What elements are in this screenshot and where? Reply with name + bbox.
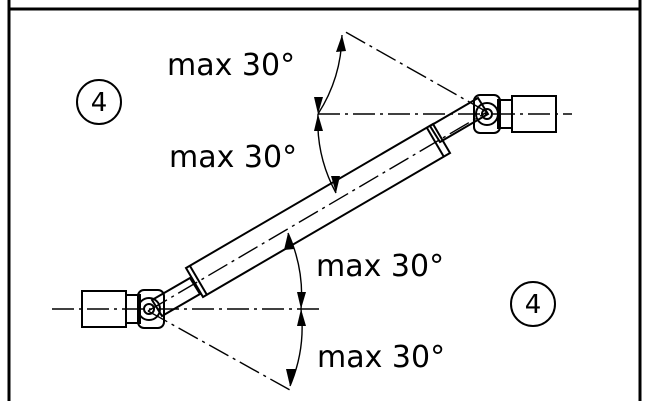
arrowhead (284, 233, 294, 250)
lower-outer-angle-label: max 30° (317, 340, 445, 375)
upper-inner-angle-label: max 30° (169, 140, 297, 175)
upper-universal-joint (473, 94, 557, 134)
arrowhead (314, 97, 323, 114)
drive-shaft (150, 96, 490, 318)
arrowhead (336, 35, 346, 52)
arrowhead (331, 176, 340, 193)
upper-angle-dimension (314, 34, 346, 194)
upper-outer-angle-label: max 30° (167, 48, 295, 83)
lower-inner-angle-label: max 30° (316, 249, 444, 284)
svg-text:4: 4 (91, 88, 108, 118)
reference-marker-bottom-right: 4 (510, 281, 556, 327)
lower-angle-dimension (284, 232, 306, 387)
lower-limit-line (147, 310, 291, 391)
reference-marker-top-left: 4 (76, 79, 122, 125)
upper-limit-line (341, 29, 488, 113)
shaft-centerline (147, 111, 488, 312)
arrowhead (314, 114, 323, 131)
arrowhead (286, 369, 296, 386)
lower-universal-joint (81, 289, 165, 329)
arrowhead (297, 309, 306, 326)
arrowhead (297, 292, 306, 309)
svg-text:4: 4 (525, 290, 542, 320)
